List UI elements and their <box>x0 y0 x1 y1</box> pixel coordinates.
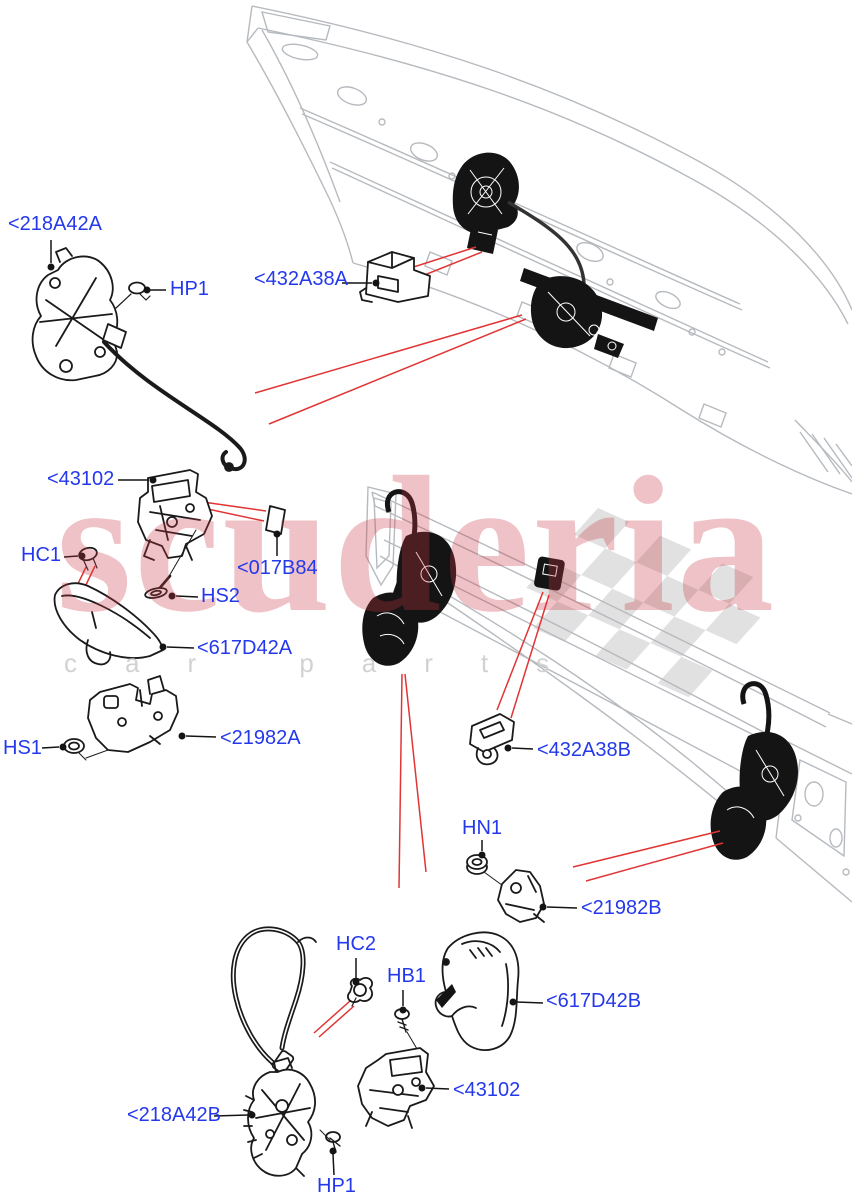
part-label-017B84: <017B84 <box>237 557 318 579</box>
part-latch-43102-top <box>137 469 213 561</box>
part-latch-43102-bottom <box>357 1047 435 1129</box>
part-cable-loop <box>230 926 317 1077</box>
part-latch-218A42A <box>31 247 247 472</box>
part-label-HP1-top: HP1 <box>170 278 209 300</box>
upper-tailgate-art <box>246 5 852 495</box>
part-grommet-HC2 <box>347 976 373 1007</box>
part-nut-HN1 <box>466 854 507 889</box>
part-cover-617D42B <box>434 931 520 1051</box>
part-label-43102-bottom: <43102 <box>453 1079 521 1101</box>
part-label-617D42B: <617D42B <box>546 990 642 1012</box>
part-pad-017B84 <box>265 505 286 535</box>
part-label-HP1-bottom: HP1 <box>317 1175 356 1197</box>
part-striker-432A38A <box>359 251 431 303</box>
checkered-flag-watermark <box>526 508 761 698</box>
part-striker-432A38B <box>469 713 515 766</box>
part-bolt-HB1 <box>394 1008 421 1055</box>
part-bracket-21982A <box>87 675 179 753</box>
part-latch-218A42B <box>243 1057 316 1177</box>
part-label-HC2: HC2 <box>336 933 377 955</box>
part-label-218A42B: <218A42B <box>127 1104 221 1126</box>
red-callout-lines <box>75 246 724 1038</box>
part-trim-panel-617D42A <box>53 582 164 666</box>
part-pin-HS1 <box>63 738 131 761</box>
part-label-432A38B: <432A38B <box>537 739 631 761</box>
part-label-617D42A: <617D42A <box>197 637 293 659</box>
part-bracket-21982B <box>497 869 545 923</box>
part-pin-HP1-bottom <box>319 1129 341 1153</box>
part-rod-HS2 <box>144 529 197 599</box>
part-label-432A38A: <432A38A <box>254 268 348 290</box>
part-label-HB1: HB1 <box>387 965 426 987</box>
part-label-218A42A: <218A42A <box>8 213 102 235</box>
part-pin-HP1-top <box>115 281 151 309</box>
lower-installed-parts <box>362 489 798 860</box>
part-label-43102-top: <43102 <box>47 468 115 490</box>
leader-lines <box>41 240 578 1176</box>
part-label-HN1: HN1 <box>462 817 503 839</box>
part-label-21982B: <21982B <box>581 897 662 919</box>
part-label-HS2: HS2 <box>201 585 240 607</box>
part-label-HC1: HC1 <box>21 544 62 566</box>
upper-installed-parts <box>452 152 658 358</box>
part-label-HS1: HS1 <box>3 737 42 759</box>
part-label-21982A: <21982A <box>220 727 301 749</box>
